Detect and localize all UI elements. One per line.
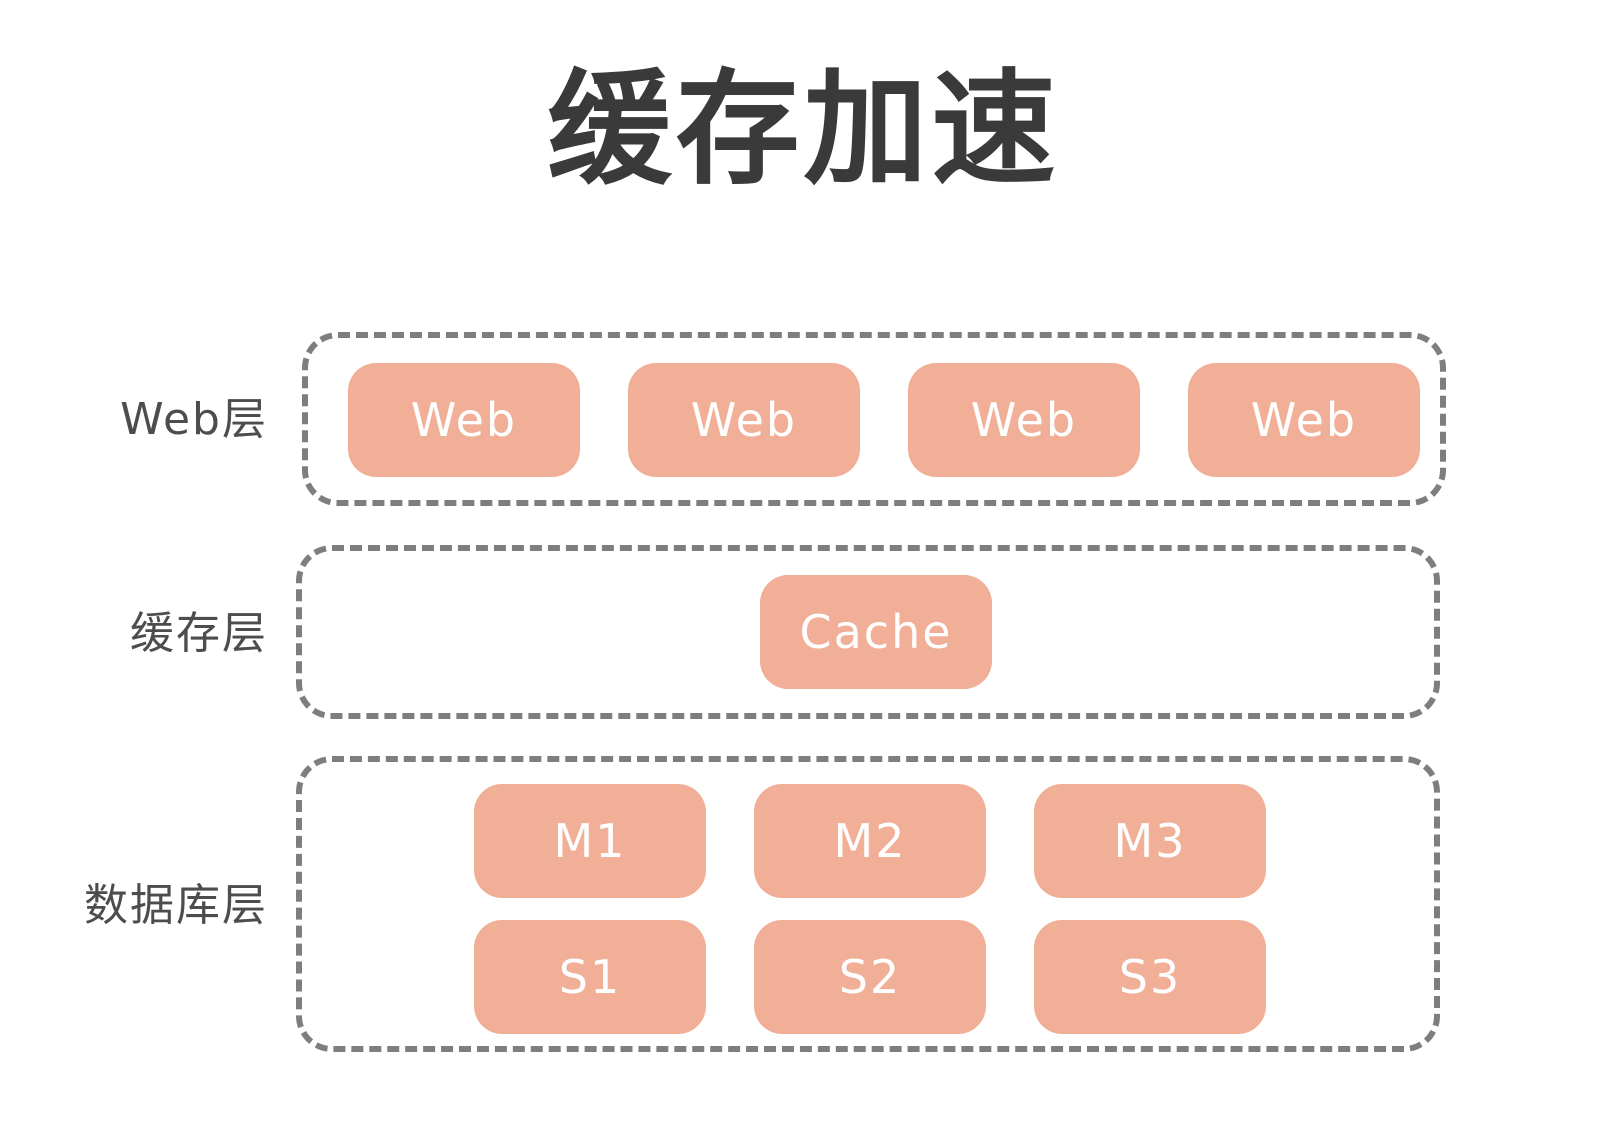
db-master-2: M2 [754, 784, 986, 898]
db-master-3: M3 [1034, 784, 1266, 898]
database-layer-box [296, 756, 1440, 1052]
web-node-3: Web [908, 363, 1140, 477]
db-master-1: M1 [474, 784, 706, 898]
db-slave-3: S3 [1034, 920, 1266, 1034]
web-layer-label: Web层 [120, 394, 268, 445]
web-node-4: Web [1188, 363, 1420, 477]
web-node-2: Web [628, 363, 860, 477]
database-layer-label: 数据库层 [84, 880, 268, 931]
db-slave-1: S1 [474, 920, 706, 1034]
cache-layer-label: 缓存层 [130, 608, 268, 659]
cache-node: Cache [760, 575, 992, 689]
web-node-1: Web [348, 363, 580, 477]
db-slave-2: S2 [754, 920, 986, 1034]
page-title: 缓存加速 [547, 58, 1060, 202]
cache-layer-box [296, 545, 1440, 719]
web-layer-box [302, 332, 1446, 506]
